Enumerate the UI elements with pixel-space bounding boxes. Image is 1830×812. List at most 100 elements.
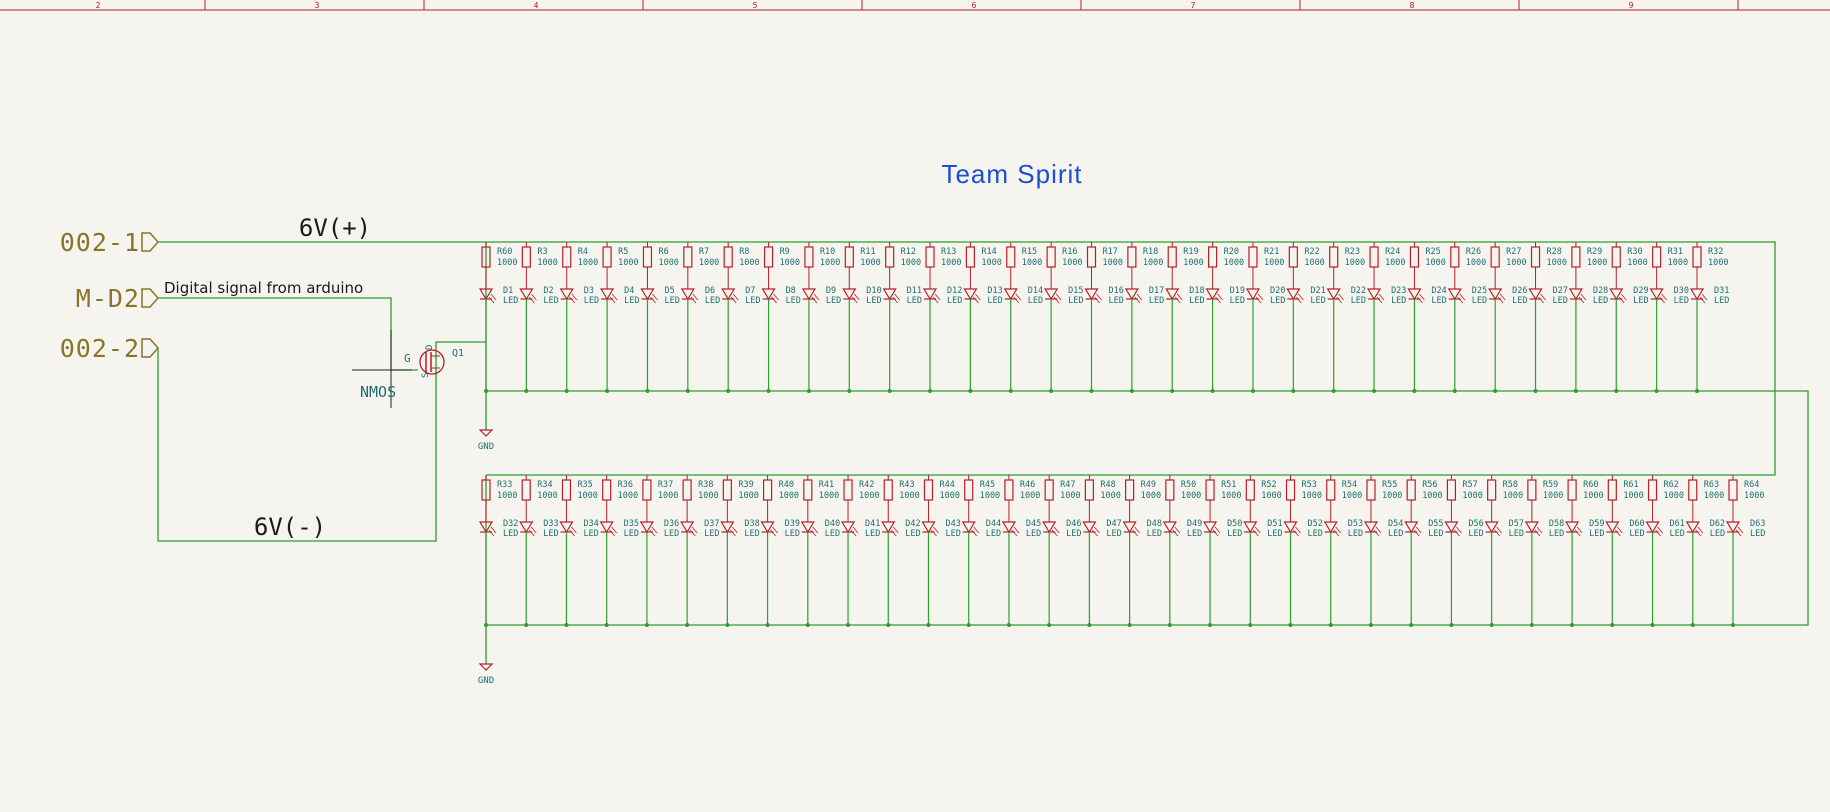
led-emission-arrow bbox=[1499, 293, 1506, 301]
resistor-body bbox=[844, 246, 854, 268]
resistor-value: 1000 bbox=[1623, 491, 1643, 501]
resistor-ref: R46 bbox=[1020, 480, 1035, 490]
led-value: LED bbox=[905, 529, 920, 539]
resistor-ref: R64 bbox=[1744, 480, 1759, 490]
led-emission-arrow bbox=[490, 293, 497, 301]
resistor-body bbox=[562, 246, 572, 268]
led-emission-arrow bbox=[1217, 293, 1223, 301]
led-icon bbox=[842, 288, 857, 301]
resistor-body bbox=[1728, 479, 1738, 501]
resistor-value: 1000 bbox=[618, 491, 638, 501]
led-ref: D39 bbox=[785, 519, 800, 529]
led-emission-arrow bbox=[1657, 526, 1663, 534]
led-emission-arrow bbox=[1494, 529, 1500, 537]
resistor-body bbox=[923, 479, 934, 501]
led-value: LED bbox=[1106, 529, 1121, 539]
led-emission-arrow bbox=[1373, 529, 1380, 537]
resistor-value: 1000 bbox=[860, 258, 880, 268]
led-value: LED bbox=[664, 529, 679, 539]
resistor-value: 1000 bbox=[1342, 491, 1362, 501]
led-icon bbox=[1003, 288, 1018, 301]
transistor-value: NMOS bbox=[360, 383, 396, 401]
resistor-body bbox=[1006, 246, 1016, 268]
resistor-body bbox=[965, 246, 976, 268]
resistor-value: 1000 bbox=[1543, 491, 1563, 501]
led-icon bbox=[478, 521, 494, 534]
resistor-body bbox=[1607, 479, 1617, 501]
led-ref: D1 bbox=[503, 286, 513, 296]
resistor-ref: R39 bbox=[738, 480, 753, 490]
resistor-body bbox=[642, 246, 653, 268]
resistor-body bbox=[1647, 479, 1658, 501]
resistor-value: 1000 bbox=[1506, 258, 1526, 268]
resistor-body bbox=[763, 246, 774, 268]
led-icon bbox=[1082, 521, 1097, 534]
led-ref: D22 bbox=[1351, 286, 1366, 296]
led-emission-arrow bbox=[1620, 293, 1627, 301]
led-ref: D10 bbox=[866, 286, 881, 296]
resistor-ref: R27 bbox=[1506, 247, 1521, 257]
resistor-body bbox=[1207, 246, 1218, 268]
led-icon bbox=[1685, 521, 1700, 534]
resistor-value: 1000 bbox=[1103, 258, 1123, 268]
led-value: LED bbox=[1670, 529, 1685, 539]
led-emission-arrow bbox=[1176, 293, 1183, 301]
resistor-ref: R31 bbox=[1668, 247, 1683, 257]
led-ref: D5 bbox=[664, 286, 674, 296]
led-emission-arrow bbox=[691, 526, 698, 534]
led-emission-arrow bbox=[1459, 293, 1466, 301]
resistor-body bbox=[1285, 479, 1296, 501]
led-ref: D7 bbox=[745, 286, 755, 296]
led-ref: D33 bbox=[543, 519, 558, 529]
led-icon bbox=[760, 521, 775, 534]
led-value: LED bbox=[1189, 296, 1204, 306]
resistor-value: 1000 bbox=[819, 491, 839, 501]
resistor-value: 1000 bbox=[1183, 258, 1203, 268]
led-emission-arrow bbox=[1296, 296, 1302, 304]
led-emission-arrow bbox=[1655, 529, 1661, 537]
resistor-ref: R33 bbox=[497, 480, 512, 490]
frame-column-number: 8 bbox=[1410, 1, 1415, 10]
resistor-value: 1000 bbox=[1020, 491, 1040, 501]
led-emission-arrow bbox=[932, 296, 939, 304]
resistor-value: 1000 bbox=[1181, 491, 1201, 501]
led-emission-arrow bbox=[732, 526, 738, 534]
resistor-ref: R41 bbox=[819, 480, 834, 490]
transistor-pin-drain: D bbox=[425, 345, 435, 350]
led-value: LED bbox=[825, 529, 840, 539]
frame-column-number: 9 bbox=[1629, 1, 1634, 10]
led-icon bbox=[1122, 521, 1137, 534]
led-ref: D29 bbox=[1633, 286, 1648, 296]
resistor-value: 1000 bbox=[618, 258, 638, 268]
led-emission-arrow bbox=[1574, 529, 1581, 537]
led-icon bbox=[1645, 521, 1660, 534]
led-emission-arrow bbox=[892, 296, 898, 304]
resistor-ref: R30 bbox=[1627, 247, 1642, 257]
resistor-value: 1000 bbox=[739, 258, 759, 268]
led-emission-arrow bbox=[971, 529, 978, 537]
resistor-body bbox=[1165, 479, 1175, 501]
resistor-ref: R51 bbox=[1221, 480, 1236, 490]
resistor-ref: R22 bbox=[1304, 247, 1319, 257]
led-icon bbox=[1524, 521, 1539, 534]
led-icon bbox=[1001, 521, 1016, 534]
led-emission-arrow bbox=[1376, 296, 1383, 304]
led-ref: D16 bbox=[1109, 286, 1124, 296]
sheet-title: Team Spirit bbox=[941, 159, 1082, 189]
